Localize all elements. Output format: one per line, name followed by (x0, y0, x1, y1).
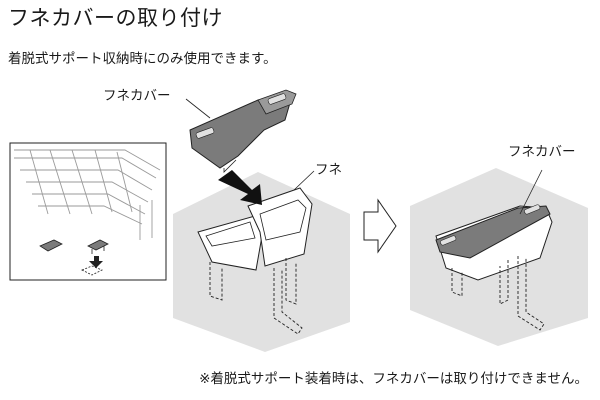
unit-before (173, 172, 350, 352)
down-arrow-icon (89, 256, 103, 268)
next-step-arrow-icon (363, 198, 397, 254)
tub-cover-installed (435, 204, 551, 259)
footnote: ※着脱式サポート装着時は、フネカバーは取り付けできません。 (199, 371, 588, 387)
detail-inset (9, 142, 167, 281)
support-part-left (39, 239, 63, 252)
label-tub-cover-installed: フネカバー (508, 144, 576, 160)
push-arrow-icon (218, 170, 262, 205)
page-subtitle: 着脱式サポート収納時にのみ使用できます。 (8, 51, 277, 67)
label-tub-cover: フネカバー (103, 88, 171, 104)
label-tub: フネ (315, 162, 342, 178)
support-part-right (87, 239, 109, 254)
page-title: フネカバーの取り付け (8, 6, 223, 30)
tub-cover (189, 89, 297, 173)
unit-after (410, 168, 588, 346)
